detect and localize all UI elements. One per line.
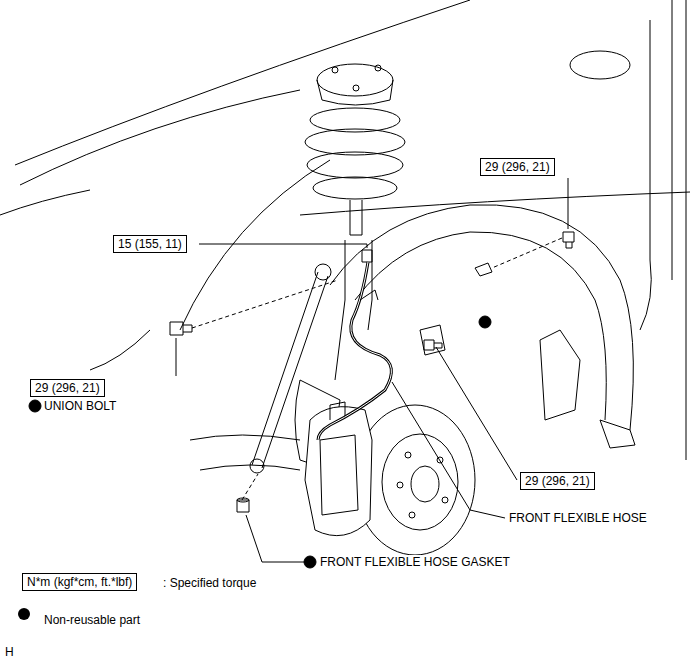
torque-box: 15 (155, 11) — [113, 235, 187, 253]
part-label: FRONT FLEXIBLE HOSE — [508, 511, 648, 525]
torque-box: 29 (296, 21) — [30, 379, 105, 397]
torque-value: 29 (296, 21) — [525, 474, 590, 488]
legend-swatch — [18, 608, 30, 620]
part-label: UNION BOLT — [43, 399, 117, 413]
torque-box: 29 (296, 21) — [520, 472, 595, 490]
torque-value: 29 (296, 21) — [485, 160, 550, 174]
part-label: : Specified torque — [162, 576, 257, 590]
torque-box: 29 (296, 21) — [480, 158, 555, 176]
torque-box: N*m (kgf*cm, ft.*lbf) — [22, 573, 137, 591]
part-label: H — [4, 645, 15, 659]
legend-text: Non-reusable part — [43, 613, 141, 627]
torque-value: 15 (155, 11) — [118, 237, 182, 251]
torque-value: N*m (kgf*cm, ft.*lbf) — [27, 575, 132, 589]
torque-value: 29 (296, 21) — [35, 381, 100, 395]
part-label: FRONT FLEXIBLE HOSE GASKET — [319, 555, 511, 569]
